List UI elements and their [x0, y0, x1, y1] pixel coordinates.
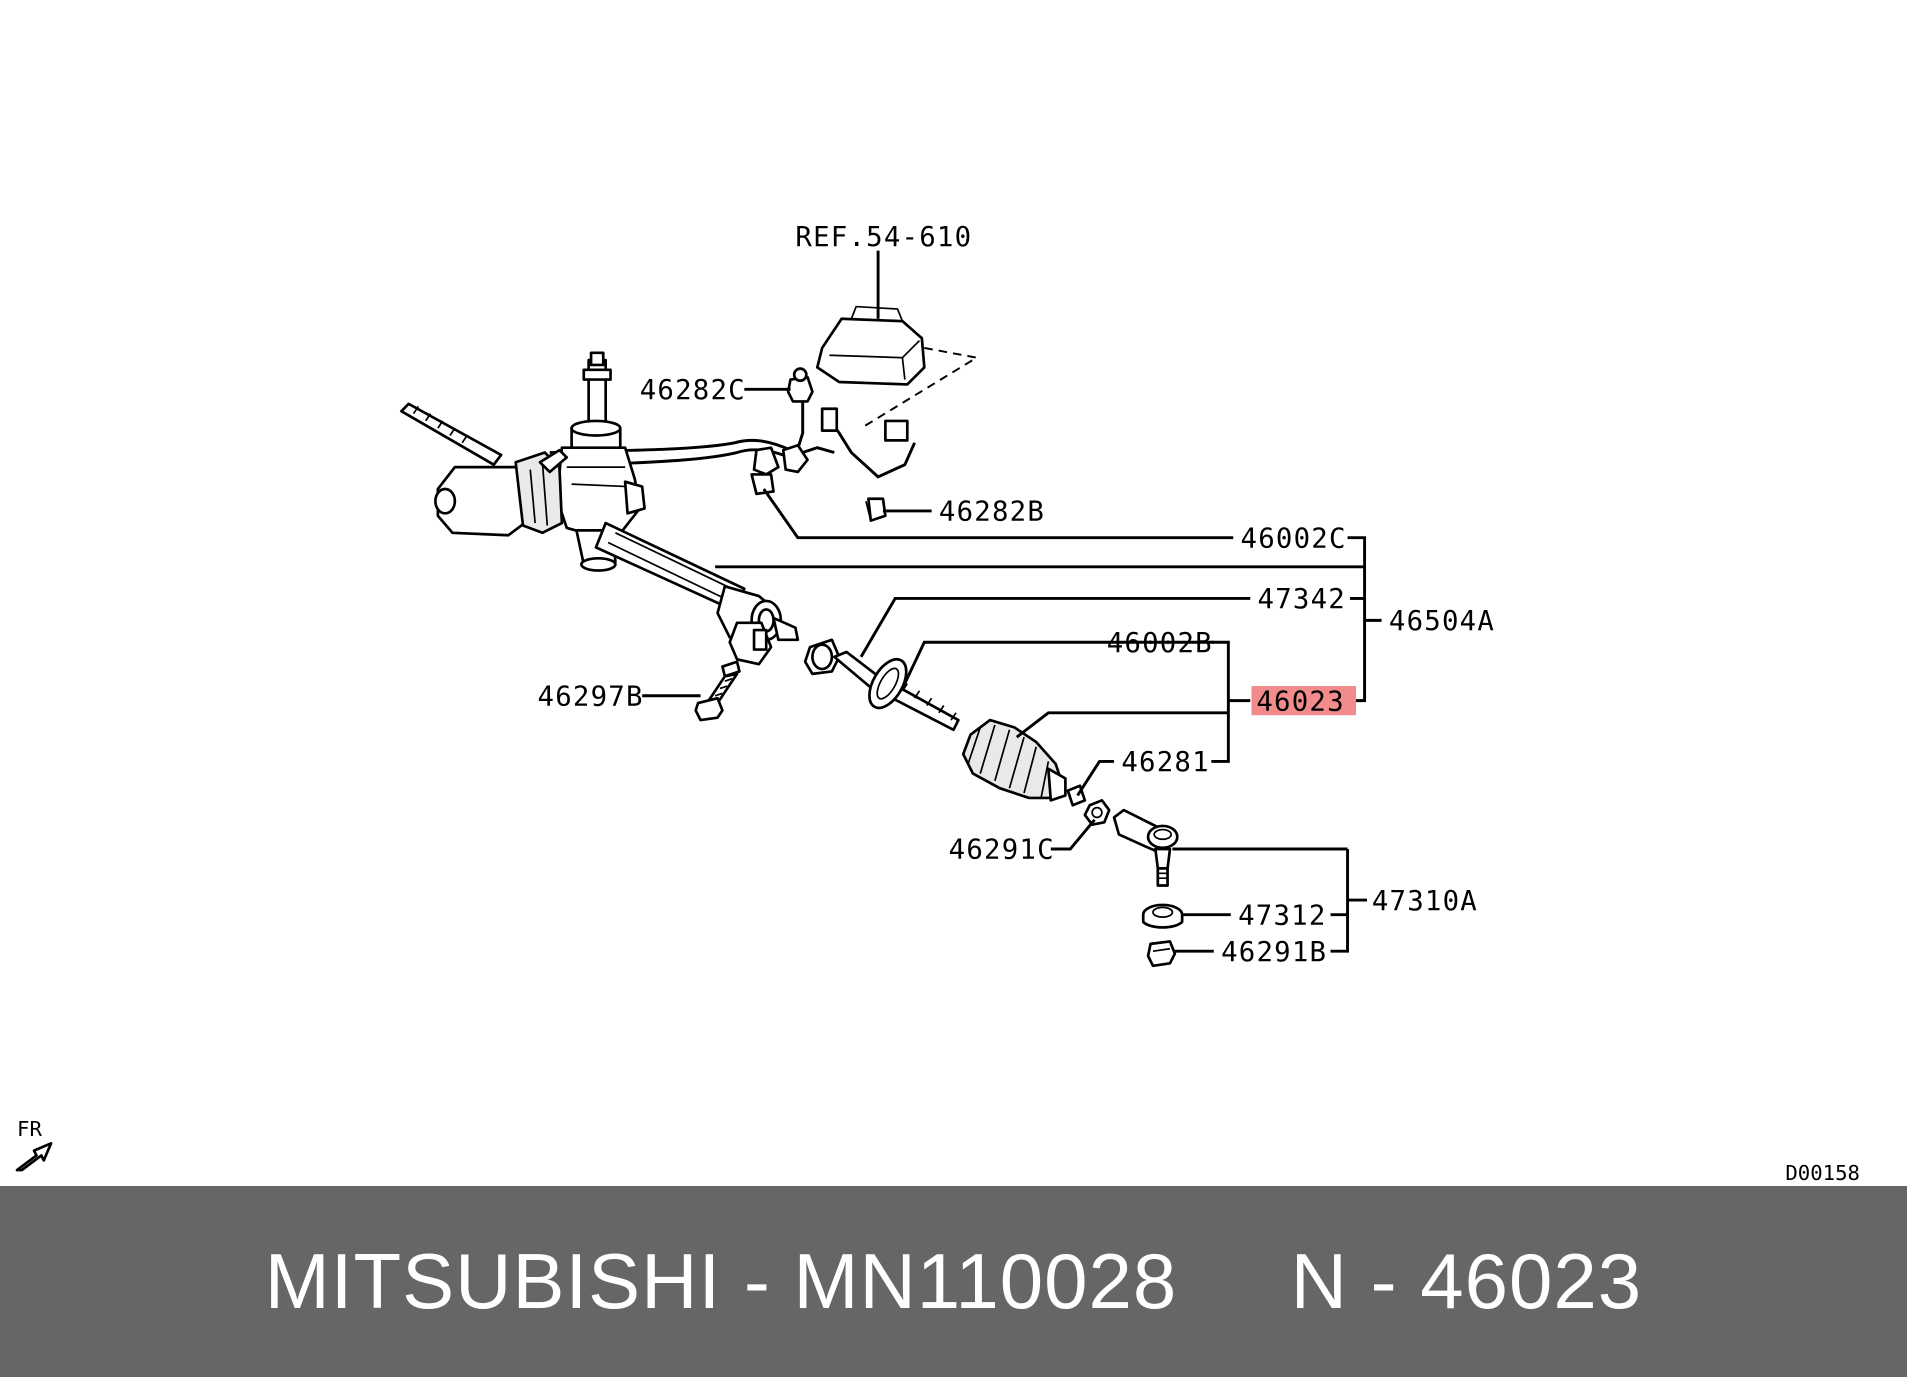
ecu-module: [815, 305, 980, 430]
callout-46002B: 46002B: [1107, 628, 1213, 659]
footer-bar: MITSUBISHI - MN110028 N - 46023: [0, 1186, 1907, 1377]
diagram-code: D00158: [1785, 1161, 1860, 1185]
callout-46282C: 46282C: [640, 375, 746, 406]
callout-46002C: 46002C: [1241, 523, 1347, 554]
callout-46297B: 46297B: [538, 681, 644, 712]
callout-46504A: 46504A: [1389, 606, 1495, 637]
dust-cover-47312: [1141, 903, 1184, 929]
callout-46291B: 46291B: [1221, 937, 1327, 968]
leader-lines: [642, 250, 1382, 953]
callout-46282B: 46282B: [939, 497, 1045, 528]
callout-46291C: 46291C: [949, 835, 1055, 866]
bolt-46297B: [694, 660, 741, 722]
clip-46282B: [865, 497, 887, 522]
nut-46291B: [1146, 940, 1177, 968]
callout-47342: 47342: [1258, 584, 1346, 615]
footer-ref-part: N - 46023: [1290, 1237, 1643, 1325]
steering-gear-assembly: [400, 351, 800, 666]
footer-brand-part: MITSUBISHI - MN110028: [264, 1237, 1178, 1325]
callout-46023: 46023: [1256, 686, 1344, 717]
callout-47312: 47312: [1238, 900, 1326, 931]
callout-46281: 46281: [1121, 747, 1209, 778]
front-direction-arrow-icon: [15, 1141, 53, 1172]
boot-clip-46002B: [868, 657, 908, 710]
clip-46282C: [786, 367, 814, 403]
parts-diagram: REF.54-610 46282C 46282B 46002C 47342 46…: [15, 222, 1860, 1185]
lock-nut-46291C: [1083, 799, 1111, 827]
ref-callout: REF.54-610: [795, 222, 972, 253]
footer-caption: MITSUBISHI - MN110028 N - 46023: [265, 1236, 1642, 1327]
highlight-46023: [1251, 686, 1357, 716]
orientation-label: FR: [17, 1117, 42, 1141]
tie-rod-47342: [803, 638, 960, 732]
callout-47310A: 47310A: [1372, 886, 1478, 917]
bellows-boot-46023: [961, 718, 1067, 802]
tie-rod-end-47310A: [1112, 808, 1179, 887]
